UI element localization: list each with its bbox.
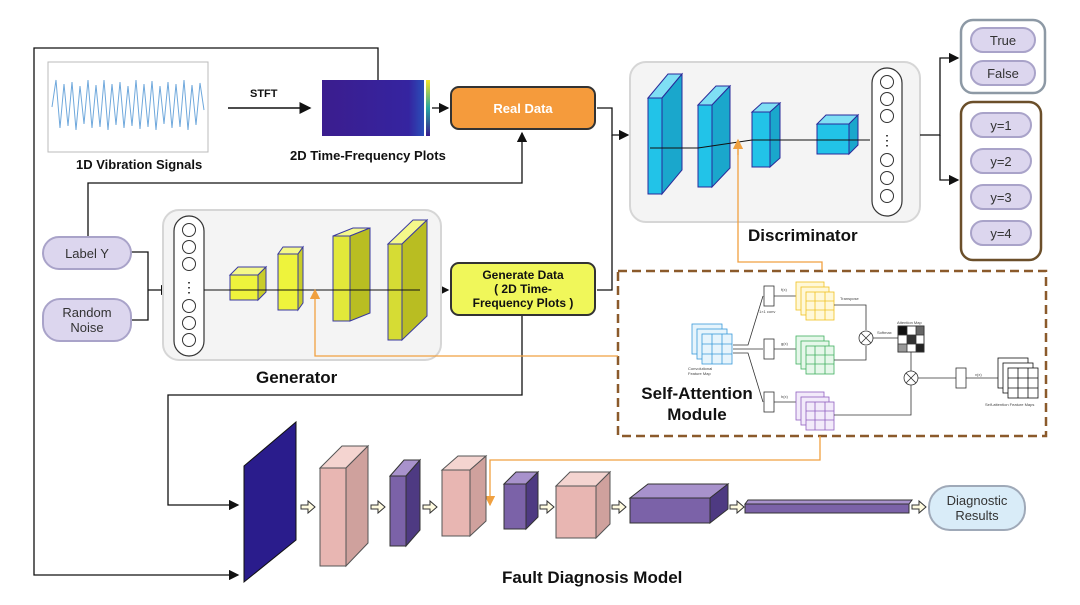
- class-text: y=1: [990, 117, 1012, 133]
- attention-output-label: Self-attention Feature Maps: [985, 402, 1035, 407]
- random-noise-text: Random Noise: [62, 305, 112, 335]
- generate-data-label: Generate Data ( 2D Time- Frequency Plots…: [472, 268, 574, 310]
- discriminator-title: Discriminator: [748, 226, 858, 245]
- class-pill-3: y=3: [970, 184, 1032, 210]
- vibration-waveform: [51, 79, 205, 131]
- class-text: y=4: [990, 225, 1012, 241]
- diagnostic-results-box: Diagnostic Results: [928, 485, 1026, 531]
- label-y-pill: Label Y: [42, 236, 132, 270]
- fault-model-layers: [243, 420, 913, 584]
- attention-transpose-label: Transpose: [840, 296, 859, 301]
- attention-map-label: Attention Map: [897, 320, 922, 325]
- false-text: False: [987, 65, 1019, 81]
- attention-module: [616, 269, 1048, 438]
- fault-flow-arrows: [300, 499, 927, 515]
- false-pill: False: [970, 60, 1036, 86]
- svg-text:⋮: ⋮: [880, 132, 894, 148]
- svg-text:⋮: ⋮: [182, 279, 196, 295]
- stft-label: STFT: [250, 88, 278, 100]
- real-data-box: Real Data: [450, 86, 596, 130]
- generate-data-box: Generate Data ( 2D Time- Frequency Plots…: [450, 262, 596, 316]
- attention-f-label: f(x): [781, 287, 787, 292]
- generator-layers: [204, 218, 429, 342]
- class-pill-1: y=1: [970, 112, 1032, 138]
- tf-plot: [322, 80, 430, 136]
- class-pill-2: y=2: [970, 148, 1032, 174]
- discriminator-output-vector: ⋮: [871, 67, 903, 217]
- discriminator-layers: [646, 72, 870, 196]
- attention-title: Self-Attention Module: [641, 384, 753, 424]
- generator-title: Generator: [256, 368, 338, 387]
- real-data-label: Real Data: [493, 100, 553, 116]
- class-text: y=3: [990, 189, 1012, 205]
- label-y-text: Label Y: [65, 245, 109, 261]
- attention-g-label: g(x): [781, 341, 788, 346]
- attention-h-label: h(x): [781, 394, 788, 399]
- random-noise-pill: Random Noise: [42, 298, 132, 342]
- attention-softmax-label: Softmax: [877, 330, 892, 335]
- fault-model-title: Fault Diagnosis Model: [502, 568, 683, 587]
- class-pill-4: y=4: [970, 220, 1032, 246]
- attention-v-label: v(x): [975, 372, 982, 377]
- fault-input-layer: [243, 420, 297, 584]
- vibration-signal-plot: [47, 61, 209, 153]
- tf-caption: 2D Time-Frequency Plots: [290, 148, 446, 163]
- true-pill: True: [970, 27, 1036, 53]
- class-text: y=2: [990, 153, 1012, 169]
- signal-caption: 1D Vibration Signals: [76, 157, 203, 172]
- loop-to-fault-model: [33, 47, 379, 581]
- generator-noise-vector: ⋮: [173, 215, 205, 357]
- attention-conv-label: 1×1 conv: [759, 309, 776, 314]
- true-text: True: [989, 32, 1017, 48]
- attention-internals: [691, 281, 1039, 431]
- diagnostic-results-text: Diagnostic Results: [946, 493, 1008, 523]
- attention-input-label: Convolutional Feature Map: [688, 366, 713, 376]
